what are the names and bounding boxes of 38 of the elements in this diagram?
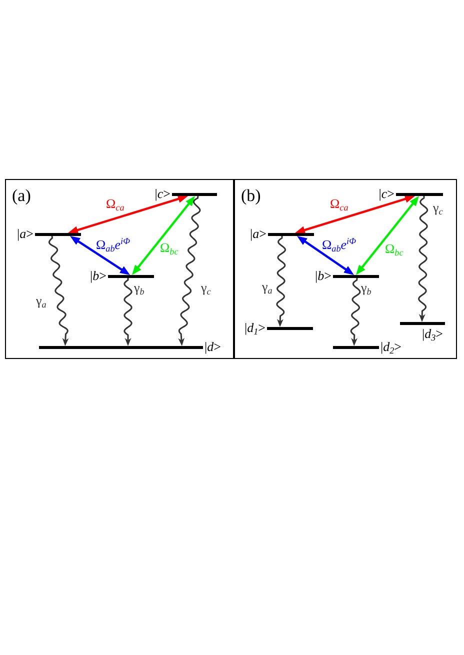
wavy-arrow [350,278,361,346]
edge-label: γ$_{a}$ [262,280,272,293]
wavy-arrow [276,236,286,327]
edge-label: Ω$_{ab}$e$^{iΦ}$ [96,238,130,251]
wavy-arrow [124,278,132,346]
panel [5,179,234,359]
edge-label: Ω$_{bc}$ [160,241,178,254]
double-arrow [295,195,415,234]
double-arrow [356,196,419,275]
state-label: |a> [250,226,266,240]
state-label: |d> [204,340,221,352]
state-label: |c> [378,186,394,200]
edge-label: γ$_{b}$ [134,281,144,294]
state-label: |b> [90,268,106,282]
state-label: |a> [17,226,34,240]
wavy-arrow [48,236,69,346]
double-arrow [70,236,130,275]
state-label: |d$_{3}$> [422,326,443,340]
state-label: |b> [315,268,332,282]
edge-label: Ω$_{ca}$ [106,197,124,210]
panel-label: (a) [12,187,31,204]
state-label: |d$_{1}$> [244,320,266,334]
state-label: |d$_{2}$> [380,340,402,352]
state-label: |c> [154,186,170,200]
edge-label: Ω$_{ab}$e$^{iΦ}$ [322,238,356,251]
panel [234,179,457,359]
edge-label: γ$_{c}$ [201,281,211,294]
wavy-arrow [178,196,201,346]
edge-label: Ω$_{bc}$ [385,242,404,255]
edge-label: γ$_{a}$ [36,294,46,307]
wavy-arrow [418,196,428,322]
panel-label: (b) [241,187,261,204]
double-arrow [297,236,354,275]
edge-label: Ω$_{ca}$ [330,197,348,210]
edge-label: γ$_{c}$ [433,201,443,214]
double-arrow [132,196,195,275]
edge-label: γ$_{b}$ [361,281,372,294]
double-arrow [68,195,188,234]
